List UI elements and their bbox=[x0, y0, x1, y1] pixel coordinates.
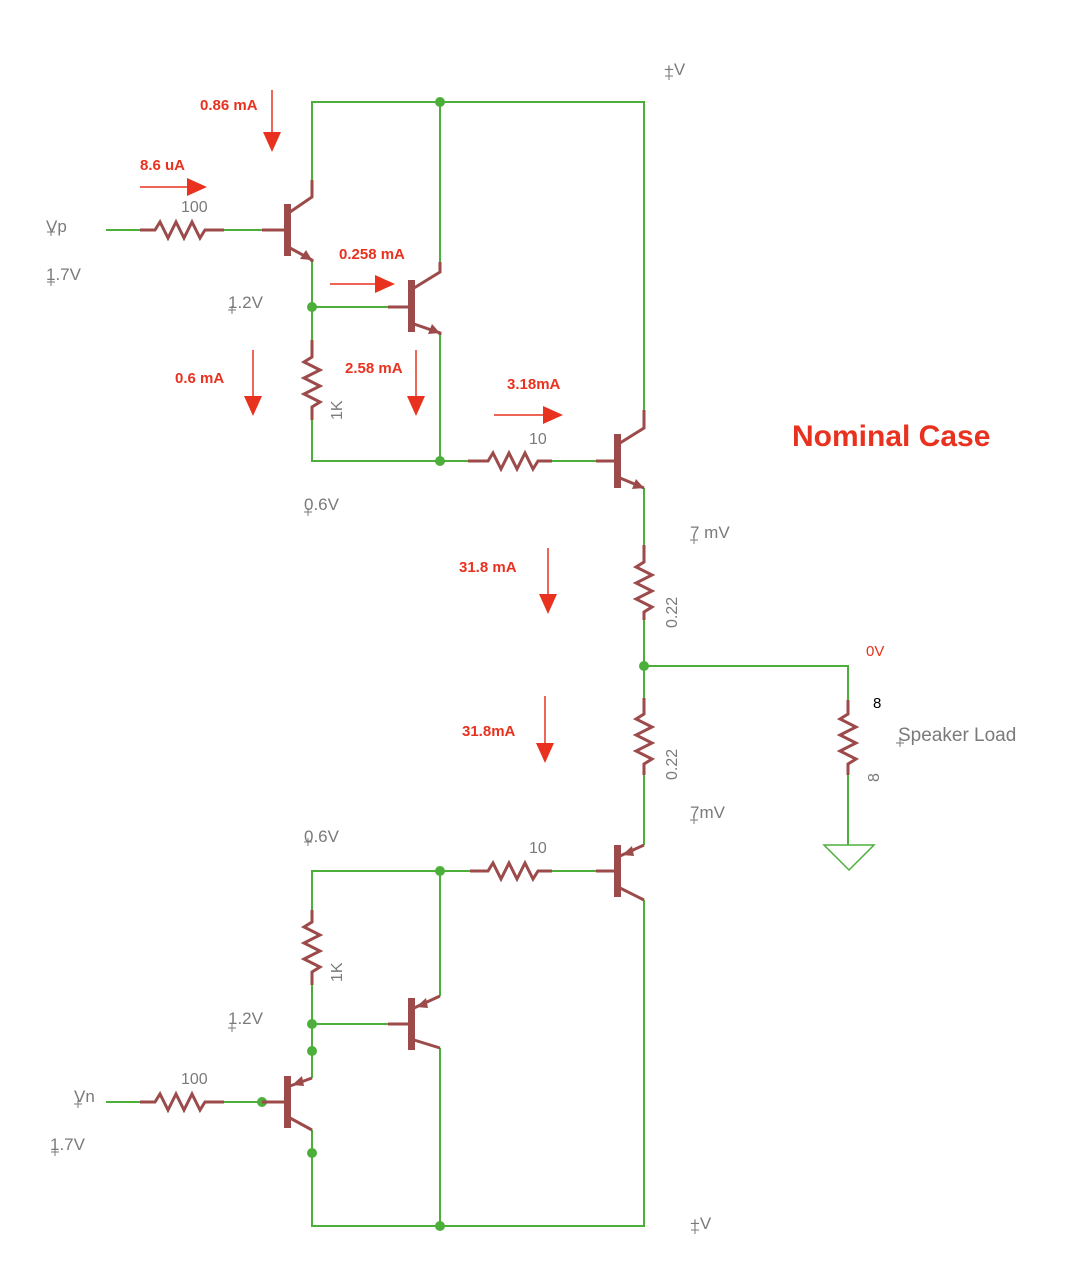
label-upper-driver-node: 0.6V bbox=[304, 495, 340, 514]
resistor-r-base-upper bbox=[468, 449, 552, 473]
label-speaker-value-rotated: 8 bbox=[866, 773, 883, 782]
label-i-base-q2: 0.258 mA bbox=[339, 246, 405, 263]
resistor-r-in-upper bbox=[140, 218, 224, 242]
label-r-base-upper: 10 bbox=[529, 431, 547, 448]
pin-markers bbox=[47, 72, 904, 1234]
junction-dot bbox=[307, 1148, 317, 1158]
label-r-bias-lower: 1K bbox=[329, 962, 346, 982]
label-top-rail: +V bbox=[664, 60, 686, 79]
label-bottom-rail: +V bbox=[690, 1214, 712, 1233]
resistor-r-emitter-lower bbox=[632, 698, 656, 775]
resistor-speaker-load bbox=[836, 700, 860, 775]
wires bbox=[106, 101, 849, 1227]
junction-dot bbox=[307, 1019, 317, 1029]
label-vn-input: Vn bbox=[74, 1087, 95, 1106]
current-arrows bbox=[140, 90, 563, 763]
resistor-r-bias-lower bbox=[300, 910, 324, 985]
junctions bbox=[257, 97, 649, 1231]
transistor-q4-pnp bbox=[596, 843, 645, 902]
resistor-r-base-lower bbox=[470, 859, 552, 883]
arrow-down-icon bbox=[244, 350, 262, 416]
label-i-bias-resistor: 0.6 mA bbox=[175, 370, 224, 387]
label-i-upper-emitter: 31.8 mA bbox=[459, 559, 517, 576]
arrow-down-icon bbox=[407, 350, 425, 416]
label-vp-voltage: 1.7V bbox=[46, 265, 82, 284]
label-i-output-base: 3.18mA bbox=[507, 376, 561, 393]
label-i-base-q1: 8.6 uA bbox=[140, 157, 185, 174]
label-r-bias-upper: 1K bbox=[329, 400, 346, 420]
junction-dot bbox=[307, 1046, 317, 1056]
label-speaker-load: Speaker Load bbox=[898, 725, 1016, 746]
wire-q6-collector bbox=[311, 900, 645, 1227]
label-lower-driver-node: 0.6V bbox=[304, 827, 340, 846]
wire-output-to-speaker bbox=[644, 665, 849, 700]
label-lower-base-node: 1.2V bbox=[228, 1009, 264, 1028]
label-i-lower-emitter: 31.8mA bbox=[462, 723, 516, 740]
resistor-r-bias-upper bbox=[300, 340, 324, 420]
arrow-right-icon bbox=[140, 178, 207, 196]
label-i-collector-q1: 0.86 mA bbox=[200, 97, 258, 114]
ground-icon bbox=[822, 844, 876, 872]
wire-lower-driver-node bbox=[311, 870, 470, 910]
labels: Nominal Case +V +V Vp 1.7V Vn 1.7V 1.2V … bbox=[46, 60, 1016, 1233]
resistor-r-emitter-upper bbox=[632, 545, 656, 620]
resistors bbox=[140, 218, 860, 1114]
label-r-emitter-lower: 0.22 bbox=[664, 749, 681, 780]
arrow-right-icon bbox=[330, 275, 395, 293]
label-r-base-lower: 10 bbox=[529, 840, 547, 857]
junction-dot bbox=[435, 866, 445, 876]
transistor-q1-npn bbox=[262, 180, 314, 262]
transistor-q3-npn bbox=[596, 410, 646, 490]
wire-top-rail bbox=[311, 101, 645, 410]
arrow-down-icon bbox=[263, 90, 281, 152]
label-lower-emitter: 7mV bbox=[690, 803, 726, 822]
label-speaker-value: 8 bbox=[873, 695, 881, 712]
label-vn-voltage: 1.7V bbox=[50, 1135, 86, 1154]
label-upper-emitter: 7 mV bbox=[690, 523, 730, 542]
junction-dot bbox=[639, 661, 649, 671]
junction-dot bbox=[435, 1221, 445, 1231]
transistor-q5-pnp bbox=[388, 994, 441, 1050]
junction-dot bbox=[435, 97, 445, 107]
label-r-emitter-upper: 0.22 bbox=[664, 597, 681, 628]
arrow-down-icon bbox=[539, 548, 557, 614]
transistors bbox=[262, 180, 646, 1132]
transistor-q6-pnp bbox=[262, 1076, 313, 1132]
junction-dot bbox=[435, 456, 445, 466]
transistor-q2-npn bbox=[388, 262, 442, 335]
label-r-in-lower: 100 bbox=[181, 1071, 208, 1088]
arrow-down-icon bbox=[536, 696, 554, 763]
resistor-r-in-lower bbox=[140, 1090, 224, 1114]
label-output-voltage: 0V bbox=[866, 643, 884, 660]
label-i-q2-emitter: 2.58 mA bbox=[345, 360, 403, 377]
wire-bias-bottom bbox=[311, 420, 468, 462]
label-upper-base-node: 1.2V bbox=[228, 293, 264, 312]
arrow-right-icon bbox=[494, 406, 563, 424]
junction-dot bbox=[307, 302, 317, 312]
label-vp-input: Vp bbox=[46, 217, 67, 236]
diagram-title: Nominal Case bbox=[792, 420, 990, 453]
label-r-in-upper: 100 bbox=[181, 199, 208, 216]
